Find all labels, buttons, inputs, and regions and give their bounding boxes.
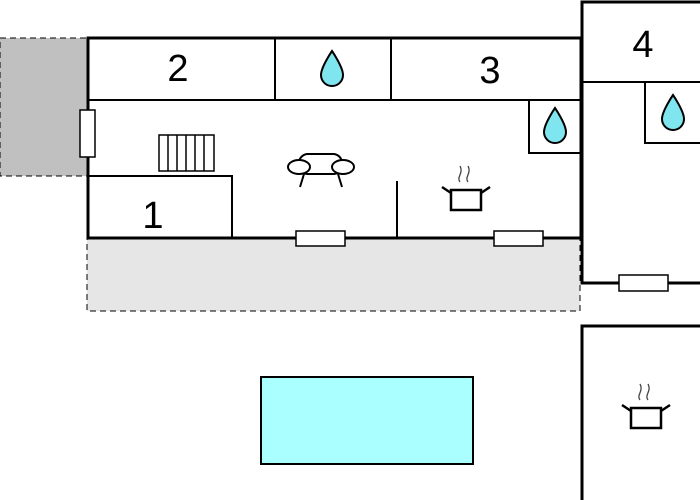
radiator-icon — [158, 134, 215, 172]
room-label-1: 1 — [142, 195, 163, 237]
room-label-2: 2 — [167, 48, 188, 90]
window-icon — [295, 230, 346, 247]
window-icon — [79, 109, 96, 158]
sofa-icon — [287, 153, 355, 188]
wall-room1 — [88, 175, 233, 238]
wall-small-bath — [528, 100, 581, 154]
room-label-3: 3 — [479, 50, 500, 92]
room-label-4: 4 — [632, 24, 653, 66]
wall-room4-bath — [644, 82, 700, 144]
outdoor-area-left — [0, 37, 88, 177]
terrace — [86, 237, 581, 312]
window-icon — [493, 230, 544, 247]
pool — [260, 376, 474, 465]
window-icon — [618, 274, 669, 292]
